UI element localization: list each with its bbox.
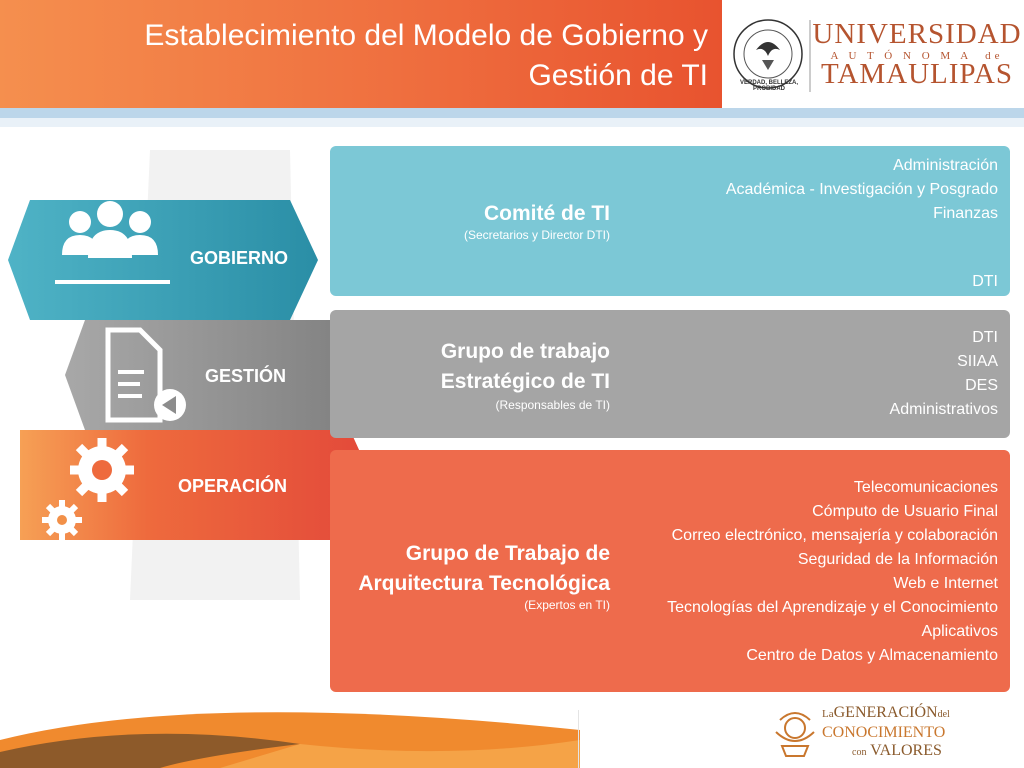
panel-gestion-subtitle: (Responsables de TI) xyxy=(495,398,610,412)
list-item: Finanzas xyxy=(933,205,998,222)
header-banner: Establecimiento del Modelo de Gobierno y… xyxy=(0,0,722,108)
panel-gobierno-dti: DTI xyxy=(972,273,998,290)
slogan-con: con xyxy=(852,747,867,758)
gears-icon xyxy=(42,438,134,540)
list-item: Cómputo de Usuario Final xyxy=(812,503,998,520)
ribbon-label-gobierno: GOBIERNO xyxy=(190,248,289,268)
panel-gobierno-subtitle: (Secretarios y Director DTI) xyxy=(463,228,610,242)
list-item: Web e Internet xyxy=(893,575,998,592)
panel-gobierno-title: Comité de TI xyxy=(483,202,610,225)
slogan-valores: VALORES xyxy=(870,742,942,759)
panel-gobierno-list: Administración Académica - Investigación… xyxy=(726,154,998,226)
footer-swoosh xyxy=(0,712,580,768)
panel-gobierno: Comité de TI (Secretarios y Director DTI… xyxy=(330,146,1010,296)
panel-operacion-title-line2: Arquitectura Tecnológica xyxy=(358,572,610,595)
slogan-generacion: GENERACIÓN xyxy=(833,704,938,721)
list-item: Correo electrónico, mensajería y colabor… xyxy=(671,527,998,544)
panel-operacion-title-line1: Grupo de Trabajo de xyxy=(405,542,610,565)
university-seal-icon xyxy=(733,19,811,92)
seal-motto: VERDAD, BELLEZA, PROBIDAD xyxy=(739,80,798,92)
panel-gestion-title-line2: Estratégico de TI xyxy=(440,370,610,393)
ribbons-graphic xyxy=(8,150,385,600)
panel-gestion-list: DTI SIIAA DES Administrativos xyxy=(890,326,998,422)
generacion-logo-icon xyxy=(775,712,815,757)
panel-operacion-list: Telecomunicaciones Cómputo de Usuario Fi… xyxy=(667,476,998,668)
header-divider-blue xyxy=(0,108,1024,118)
slogan-del: del xyxy=(937,709,950,720)
ribbon-label-gestion: GESTIÓN xyxy=(205,366,287,386)
list-item: Administración xyxy=(893,157,998,174)
ribbon-gestion xyxy=(65,320,382,430)
slide-title-line1: Establecimiento del Modelo de Gobierno y xyxy=(144,19,708,52)
university-name-line3: TAMAULIPAS xyxy=(821,58,1013,90)
list-item: SIIAA xyxy=(957,353,998,370)
panel-gestion-title-line1: Grupo de trabajo xyxy=(440,340,610,363)
university-name-line1: UNIVERSIDAD xyxy=(812,18,1022,50)
footer-divider xyxy=(578,710,579,768)
university-logo: VERDAD, BELLEZA, PROBIDAD UNIVERSIDAD A … xyxy=(722,0,1024,108)
panel-operacion: Grupo de Trabajo de Arquitectura Tecnoló… xyxy=(330,450,1010,692)
slide-title-line2: Gestión de TI xyxy=(528,59,708,92)
list-item: DTI xyxy=(972,329,998,346)
list-item: DES xyxy=(965,377,998,394)
list-item: Tecnologías del Aprendizaje y el Conocim… xyxy=(667,599,998,616)
people-icon xyxy=(55,201,170,284)
panel-gestion: Grupo de trabajo Estratégico de TI (Resp… xyxy=(330,310,1010,438)
panel-operacion-subtitle: (Expertos en TI) xyxy=(524,598,610,612)
university-name-line2: A U T Ó N O M A de xyxy=(830,50,1004,62)
list-item: Administrativos xyxy=(889,401,998,418)
list-item: Académica - Investigación y Posgrado xyxy=(725,181,998,198)
list-item: Seguridad de la Información xyxy=(797,551,998,568)
list-item: Telecomunicaciones xyxy=(853,479,998,496)
ribbon-label-operacion: OPERACIÓN xyxy=(178,476,288,496)
list-item: Centro de Datos y Almacenamiento xyxy=(746,647,998,664)
slide-title: Establecimiento del Modelo de Gobierno y… xyxy=(22,16,722,96)
header-divider-light xyxy=(0,118,1024,127)
list-item: Aplicativos xyxy=(921,623,998,640)
slogan-la: La xyxy=(822,708,834,720)
slogan-conocimiento: CONOCIMIENTO xyxy=(822,724,946,741)
generacion-slogan: LaGENERACIÓNdel CONOCIMIENTO con VALORES xyxy=(822,704,1022,762)
document-arrow-icon xyxy=(105,327,186,423)
